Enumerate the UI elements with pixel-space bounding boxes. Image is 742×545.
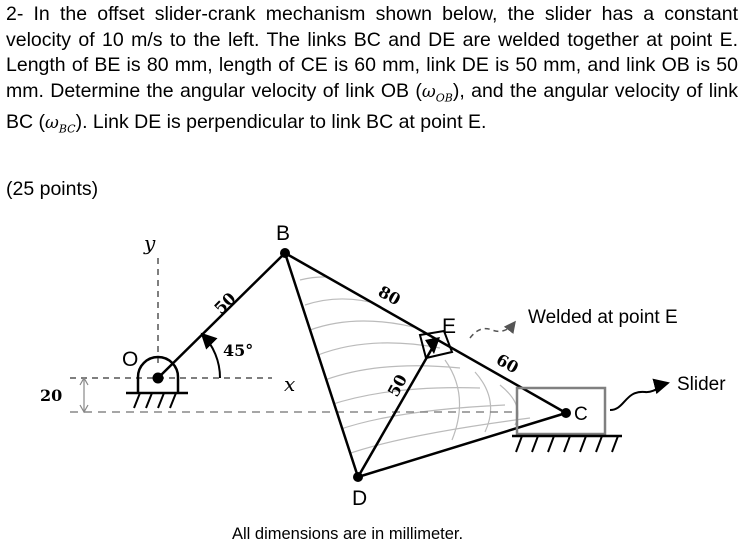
label-d: D xyxy=(352,487,367,510)
angle-arc xyxy=(200,332,222,379)
offset-dimension xyxy=(79,376,89,414)
footnote: All dimensions are in millimeter. xyxy=(232,525,463,543)
omega-bc-letter: ω xyxy=(45,113,59,134)
joint-d xyxy=(353,472,363,482)
welded-callout-label: Welded at point E xyxy=(528,307,678,328)
dim-be: 80 xyxy=(375,282,404,309)
axis-y-label: y xyxy=(143,231,156,255)
label-c: C xyxy=(574,404,588,425)
label-b: B xyxy=(276,222,290,245)
link-dc xyxy=(357,411,567,479)
right-angle-marker xyxy=(418,329,454,360)
dim-angle: 45° xyxy=(223,341,253,360)
problem-statement: 2- In the offset slider-crank mechanism … xyxy=(6,2,738,142)
label-e: E xyxy=(442,315,456,338)
label-o: O xyxy=(122,348,138,371)
welded-links xyxy=(283,251,567,479)
link-de xyxy=(356,344,436,478)
problem-text-part-2: ), and the angular velocity of link BC ( xyxy=(6,79,738,134)
slider-callout-arrow xyxy=(609,378,670,411)
omega-ob-letter: ω xyxy=(421,81,436,102)
slider-callout-label: Slider xyxy=(677,374,726,395)
omega-bc-symbol: ωBC xyxy=(45,113,76,136)
welded-callout-arrow xyxy=(469,320,516,339)
omega-ob-subscript: OB xyxy=(435,90,453,104)
points-label: (25 points) xyxy=(6,178,99,200)
joint-c xyxy=(561,408,571,418)
link-bd xyxy=(283,252,360,478)
omega-ob-symbol: ωOB xyxy=(421,81,453,104)
joint-b xyxy=(280,248,290,258)
problem-text-part-1: 2- In the offset slider-crank mechanism … xyxy=(6,3,738,102)
link-bc xyxy=(284,251,567,415)
dim-ob: 50 xyxy=(210,289,239,318)
dim-offset: 20 xyxy=(40,386,62,405)
omega-bc-subscript: BC xyxy=(58,122,76,136)
axis-x-label: x xyxy=(284,372,295,396)
reference-lines xyxy=(70,258,518,413)
slider-block xyxy=(515,386,607,436)
dim-de: 50 xyxy=(384,371,411,400)
slider-ground xyxy=(512,434,622,453)
link-ob xyxy=(157,252,286,379)
problem-text-part-3: ). Link DE is perpendicular to link BC a… xyxy=(75,111,487,134)
